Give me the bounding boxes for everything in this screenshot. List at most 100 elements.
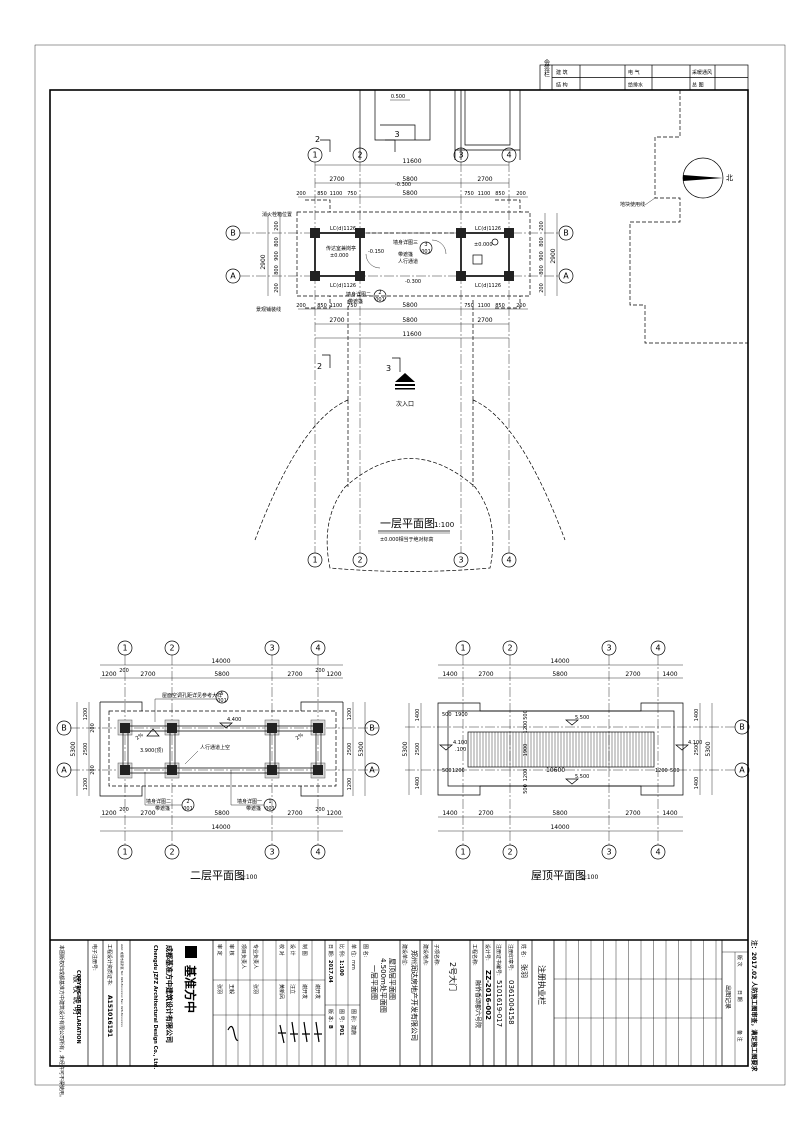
axis-4: 4 bbox=[655, 644, 660, 653]
dim-text: 850 bbox=[317, 191, 327, 197]
elevation-label: 5.500 bbox=[575, 774, 589, 780]
axis-3: 3 bbox=[606, 644, 611, 653]
design-no-label: 设计号: bbox=[484, 944, 491, 961]
elevation-label: 3.900(顶) bbox=[140, 748, 163, 754]
annotation-label: 消火栓箱位置 bbox=[262, 211, 292, 218]
elevation-label: .100 bbox=[455, 747, 466, 753]
company-name: 成都基准方中建筑设计有限公司 bbox=[165, 945, 174, 1043]
dim-text: 500 bbox=[523, 710, 529, 720]
axis-bubbles: 1 2 3 4 1 2 3 4 B A bbox=[455, 640, 750, 860]
sheet-no-label: 图 号: bbox=[338, 1009, 344, 1023]
axis-1: 1 bbox=[312, 556, 317, 565]
axis-4: 4 bbox=[315, 848, 320, 857]
dim-text: 2500 bbox=[347, 743, 353, 756]
dim-text: 2500 bbox=[415, 743, 421, 756]
dim-text: 1200 bbox=[326, 671, 341, 678]
signature-marks bbox=[227, 1021, 322, 1044]
title-block: 本图版权归成都基准方中建筑设计有限公司所有，未经许可不得使用。 COPYRIGH… bbox=[50, 939, 758, 1100]
cosign-cell: 总 图 bbox=[692, 82, 704, 89]
dimensions: 500 1900 500 1200 10600 1200 500 500 120… bbox=[402, 658, 713, 832]
dim-text: 800 bbox=[539, 237, 545, 247]
dim-text: 1400 bbox=[694, 709, 700, 722]
axis-B: B bbox=[61, 724, 67, 733]
dim-text: 850 bbox=[495, 303, 505, 309]
cert-label: 工程设计资质证书: bbox=[106, 944, 113, 986]
dim-text: 500 bbox=[442, 712, 452, 718]
dim-text: 2900 bbox=[550, 248, 557, 263]
detail-callout-label: 屋面空调孔距详见参考大样 bbox=[162, 692, 222, 699]
dim-text: 1900 bbox=[455, 712, 468, 718]
drawing-name: 一层平面图 bbox=[370, 965, 378, 1000]
dim-text: 1200 bbox=[326, 810, 341, 817]
drawing-name: 屋顶层平面图 bbox=[388, 958, 396, 1000]
second-floor-plan: 1 2 3 4 1 2 3 4 B A B A 4.400 3.900(顶) bbox=[56, 640, 380, 882]
dim-text: 1200 bbox=[523, 769, 529, 782]
dim-text: 200 bbox=[516, 191, 526, 197]
dim-text: 1100 bbox=[330, 191, 343, 197]
axis-1: 1 bbox=[122, 848, 127, 857]
scale-label: 比 例: bbox=[338, 944, 345, 958]
axis-4: 4 bbox=[506, 556, 511, 565]
dim-text: 2700 bbox=[287, 671, 302, 678]
dim-text: 2700 bbox=[477, 317, 492, 324]
dim-text: 1200 bbox=[83, 778, 89, 791]
detail-callout-label: 墙身详图一 bbox=[237, 798, 262, 805]
scale-value: 1:100 bbox=[338, 960, 344, 976]
detail-callout-label: 墙身详图三 bbox=[393, 239, 418, 246]
elevation-label: ±0.000 bbox=[474, 242, 493, 248]
dim-text: 5800 bbox=[214, 671, 229, 678]
dim-text: 200 bbox=[274, 283, 280, 293]
outer-page-border bbox=[34, 44, 786, 1086]
elevation-label: 5.500 bbox=[575, 715, 589, 721]
window-label: LC(d)1126 bbox=[475, 226, 501, 232]
cosign-cell: 结 构 bbox=[556, 82, 568, 89]
axis-B: B bbox=[369, 724, 375, 733]
plan-note: ±0.000相当于绝对标高 bbox=[380, 536, 434, 543]
dim-text: 200 bbox=[315, 807, 325, 813]
dim-text: 1400 bbox=[442, 671, 457, 678]
project-value: 融侨香颂郡六号院 bbox=[474, 980, 482, 1028]
dim-text: 5800 bbox=[214, 810, 229, 817]
slope-label: 2% bbox=[295, 732, 305, 742]
detail-callout-label: 带遮篷 bbox=[398, 251, 413, 258]
record-col: 版 次 bbox=[736, 955, 743, 967]
dim-text: 500 bbox=[670, 768, 680, 774]
dim-text: 5800 bbox=[552, 671, 567, 678]
dim-text: 14000 bbox=[550, 824, 569, 831]
unit-label: 单 位: bbox=[350, 944, 357, 958]
signer-role: 制 图 bbox=[301, 944, 308, 956]
company-logo-icon bbox=[185, 946, 197, 958]
cosign-table: 会签栏 建 筑 电 气 采暖通风 结 构 给排水 总 图 bbox=[539, 58, 749, 91]
dim-text: 750 bbox=[464, 303, 474, 309]
dim-text: 2700 bbox=[477, 176, 492, 183]
void-label: 人行通道上空 bbox=[200, 744, 230, 751]
north-label: 北 bbox=[726, 174, 733, 182]
plan-scale: 1:100 bbox=[581, 874, 598, 881]
cert-no: A151016191 bbox=[106, 995, 113, 1037]
axis-1: 1 bbox=[312, 151, 317, 160]
dim-text: 2700 bbox=[140, 810, 155, 817]
dim-text: 2700 bbox=[329, 176, 344, 183]
dim-text: 1200 bbox=[655, 768, 668, 774]
dim-text: 1400 bbox=[415, 777, 421, 790]
axis-A: A bbox=[61, 766, 67, 775]
signer-name: 张羽 bbox=[252, 984, 259, 994]
dim-text: 2500 bbox=[694, 743, 700, 756]
record-col: 日 期 bbox=[736, 990, 742, 1002]
design-no-value: ZZ-2016-002 bbox=[484, 970, 492, 1020]
first-floor-plan: 0.500 3 2 1 2 3 4 1 2 3 4 B A B A bbox=[225, 90, 748, 572]
signer-role: 校 对 bbox=[278, 944, 285, 956]
dim-text: 800 bbox=[274, 265, 280, 275]
detail-sheet: 001 bbox=[183, 806, 193, 812]
dim-text: 5300 bbox=[705, 741, 712, 756]
detail-callout-label: 带遮篷 bbox=[155, 805, 170, 812]
dim-text: 5300 bbox=[70, 741, 77, 756]
plan-title: 屋顶平面图 bbox=[531, 869, 586, 882]
axis-1: 1 bbox=[122, 644, 127, 653]
company-name-en: Chengdu JZFZ Architectural Design Co., L… bbox=[152, 945, 158, 1069]
axis-2: 2 bbox=[169, 644, 174, 653]
axis-3: 3 bbox=[269, 644, 274, 653]
dim-text: 200 bbox=[90, 765, 96, 775]
reg-seal-value: 0361004158 bbox=[507, 980, 515, 1025]
